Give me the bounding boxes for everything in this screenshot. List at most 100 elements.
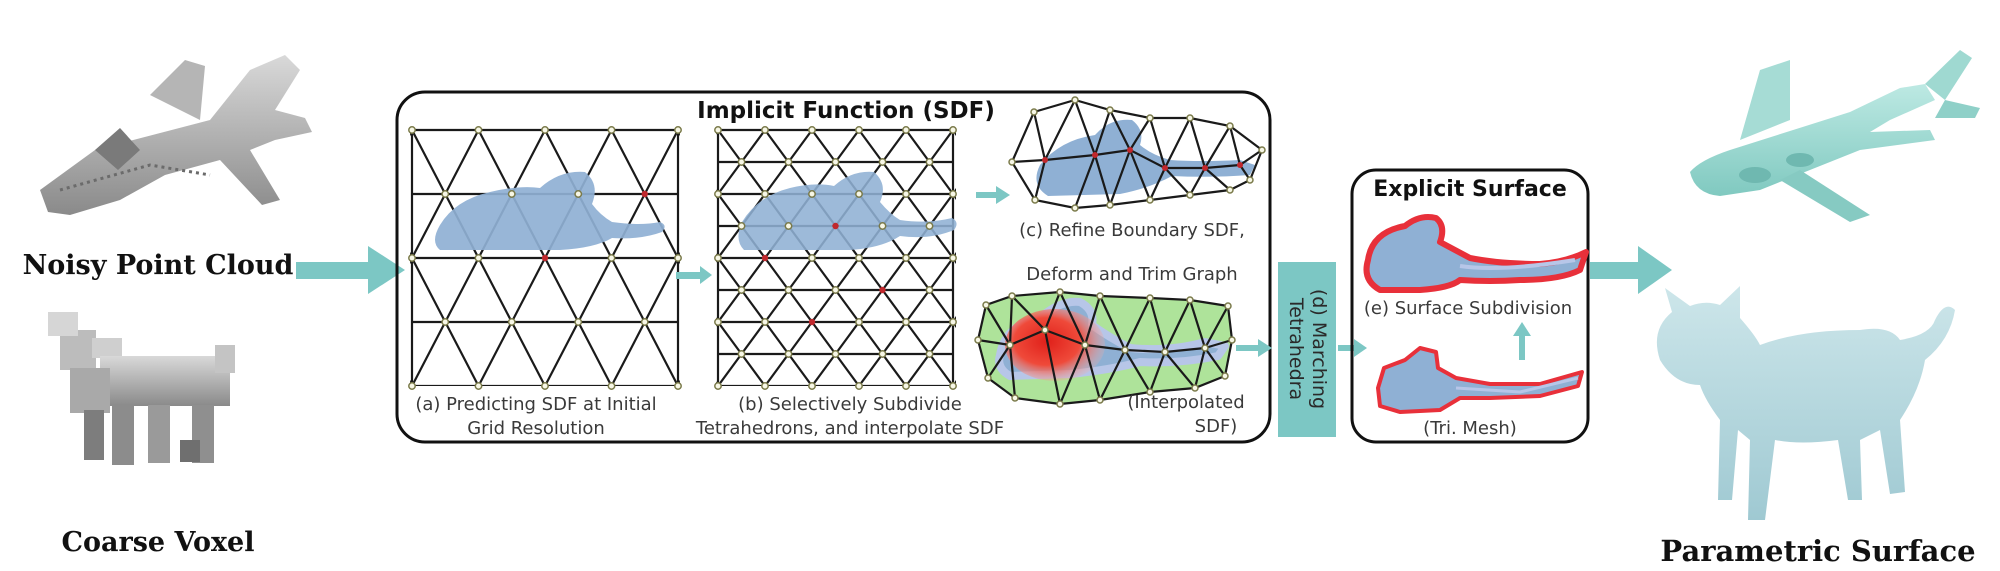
parametric-surface-airplane [1690,50,1980,222]
grid-edge [811,353,837,386]
step-a-caption-line1: (a) Predicting SDF at Initial [415,394,656,415]
grid-edge [858,289,884,323]
grid-edge [881,257,907,291]
grid-edge [740,289,766,323]
grid-edge [928,353,954,386]
grid-edge [410,379,413,386]
explicit-panel-title: Explicit Surface [1373,177,1567,202]
step-c-caption-line1: (c) Refine Boundary SDF, [1019,220,1245,241]
grid-edge [677,379,680,386]
grid-node [441,190,450,198]
grid-edge [717,289,743,323]
refined-boundary-graph [1008,96,1266,212]
grid-node [855,382,863,390]
grid-node [737,158,746,166]
grid-edge [717,161,743,195]
step-b-caption-line2: Tetrahedrons, and interpolate SDF [695,418,1004,439]
grid-node [808,382,816,390]
step-a-caption-line2: Grid Resolution [467,418,605,439]
grid-edge [717,257,743,291]
grid-edge [410,129,413,137]
grid-node [925,286,934,294]
arrow-mesh-to-subdivision [1513,322,1531,360]
grid-edge [577,257,613,323]
grid-edge [411,321,447,386]
grid-edge [477,321,513,386]
grid-node [949,126,957,134]
grid-edge [510,257,546,323]
grid-edge [858,129,884,163]
grid-edge [643,129,679,195]
grid-edge [740,321,766,355]
grid-node [737,286,746,294]
grid-edge [717,353,743,386]
grid-node [761,318,769,326]
grid-edge [544,257,580,323]
grid-edge [740,161,766,195]
grid-node [441,318,450,326]
triangle-mesh-mouse [1376,346,1584,414]
grid-edge [977,226,1001,258]
grid-edge [346,322,379,386]
grid-edge [717,225,743,259]
grid-edge [643,257,679,323]
grid-edge [787,321,813,355]
marching-tetrahedra-bar [1278,262,1336,437]
interpolated-sdf-caption-line2: SDF) [1195,416,1238,437]
grid-edge [716,253,719,259]
grid-node [808,318,816,326]
subdivided-grid [671,126,1024,390]
arrow-a-to-b [676,266,712,284]
grid-edge [677,257,680,265]
coarse-voxel-dog [48,312,235,465]
grid-edge [952,380,956,386]
grid-node [808,126,816,134]
grid-edge [787,257,813,291]
grid-edge [716,381,719,386]
grid-edge [411,193,447,259]
grid-node [507,318,516,326]
grid-node [674,126,682,134]
grid-edge [643,321,679,386]
interpolated-sdf-graph [974,288,1236,408]
grid-node [831,286,840,294]
grid-edge [787,353,813,386]
output-arrow [1590,246,1672,294]
grid-edge [928,129,954,163]
mouse-shape-a [435,171,665,250]
grid-node [949,254,957,262]
grid-node [925,158,934,166]
coarse-voxel-label: Coarse Voxel [61,527,254,558]
initial-grid [346,126,682,390]
grid-edge [952,252,956,259]
grid-edge [1000,162,1024,194]
tri-mesh-caption: (Tri. Mesh) [1423,418,1517,439]
grid-node [855,126,863,134]
grid-node [607,382,616,390]
grid-edge [764,129,790,163]
grid-node [902,382,910,390]
grid-edge [677,129,680,137]
grid-edge [677,251,680,259]
grid-node [714,126,722,134]
step-e-caption: (e) Surface Subdivision [1364,298,1572,319]
grid-edge [671,194,695,226]
grid-edge [834,289,860,323]
grid-node [902,126,910,134]
grid-edge [510,129,546,195]
grid-edge [881,161,907,195]
grid-edge [834,353,860,386]
grid-node [831,158,840,166]
grid-node [507,190,516,198]
grid-node [474,126,483,134]
grid-edge [717,193,743,227]
grid-edge [834,321,860,355]
grid-edge [952,316,956,323]
grid-edge [811,289,837,323]
grid-edge [444,129,480,195]
grid-edge [610,129,646,195]
grid-edge [1000,258,1024,290]
grid-node [714,382,722,390]
grid-edge [977,258,1001,290]
grid-edge [764,257,790,291]
